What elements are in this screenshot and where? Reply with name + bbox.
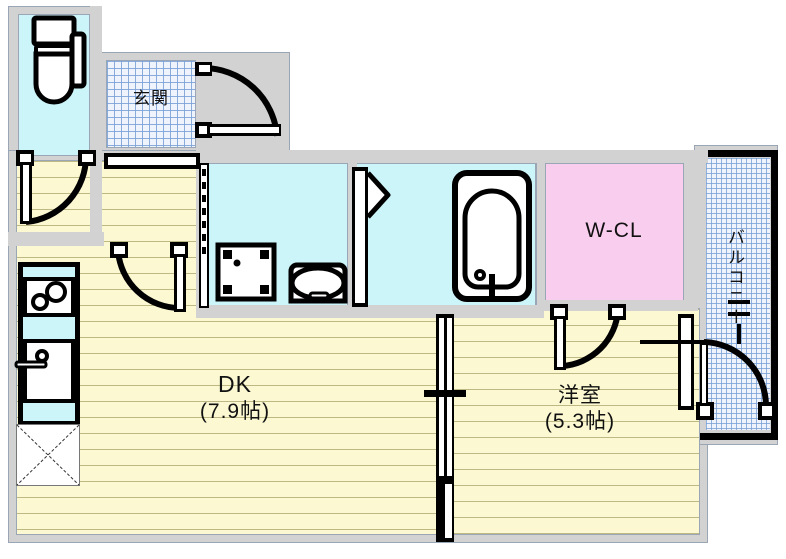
toilet-door[interactable] (14, 148, 100, 232)
room-label-dk: DK (7.9帖) (120, 370, 350, 425)
entrance-door[interactable] (193, 60, 285, 142)
washbasin-icon (288, 255, 348, 304)
wall-wet-bottom (196, 305, 544, 318)
room-label-balcony: バルコニー (722, 228, 747, 333)
room-partition[interactable] (424, 314, 466, 542)
western-label-size: (5.3帖) (544, 410, 616, 434)
room-western-floor (438, 308, 700, 535)
washroom-door[interactable] (108, 240, 192, 316)
washroom-slider[interactable] (197, 163, 211, 308)
balcony-rail-marks (726, 296, 756, 352)
balcony-slider[interactable] (640, 314, 786, 426)
balcony-label-text: バルコニー (725, 228, 744, 328)
wall-wcl-right (684, 150, 698, 311)
room-balcony (706, 158, 770, 430)
dk-label-name: DK (218, 371, 252, 397)
wcl-door[interactable] (548, 302, 630, 374)
wcl-label-text: W-CL (585, 219, 643, 242)
washing-machine-pan-icon (215, 242, 277, 302)
room-label-genkan: 玄関 (106, 88, 196, 109)
western-label-name: 洋室 (558, 384, 602, 407)
room-label-wcl: W-CL (544, 218, 684, 244)
bath-folding-door[interactable] (350, 165, 392, 310)
sink-icon (14, 339, 75, 403)
room-genkan (106, 60, 196, 148)
wall-top-band (196, 150, 708, 163)
dk-label-size: (7.9帖) (199, 399, 271, 423)
genkan-step (104, 152, 200, 170)
bathtub-icon (452, 170, 532, 302)
room-label-western: 洋室 (5.3帖) (470, 383, 690, 436)
wall-toilet-bottom (8, 232, 104, 246)
wall-toilet-right (90, 6, 102, 246)
balcony-outer-frame (700, 150, 778, 440)
refrigerator-space-icon (16, 424, 80, 486)
stove-two-burner-icon (23, 277, 75, 317)
genkan-label-text: 玄関 (133, 89, 169, 108)
toilet-icon (22, 15, 88, 120)
